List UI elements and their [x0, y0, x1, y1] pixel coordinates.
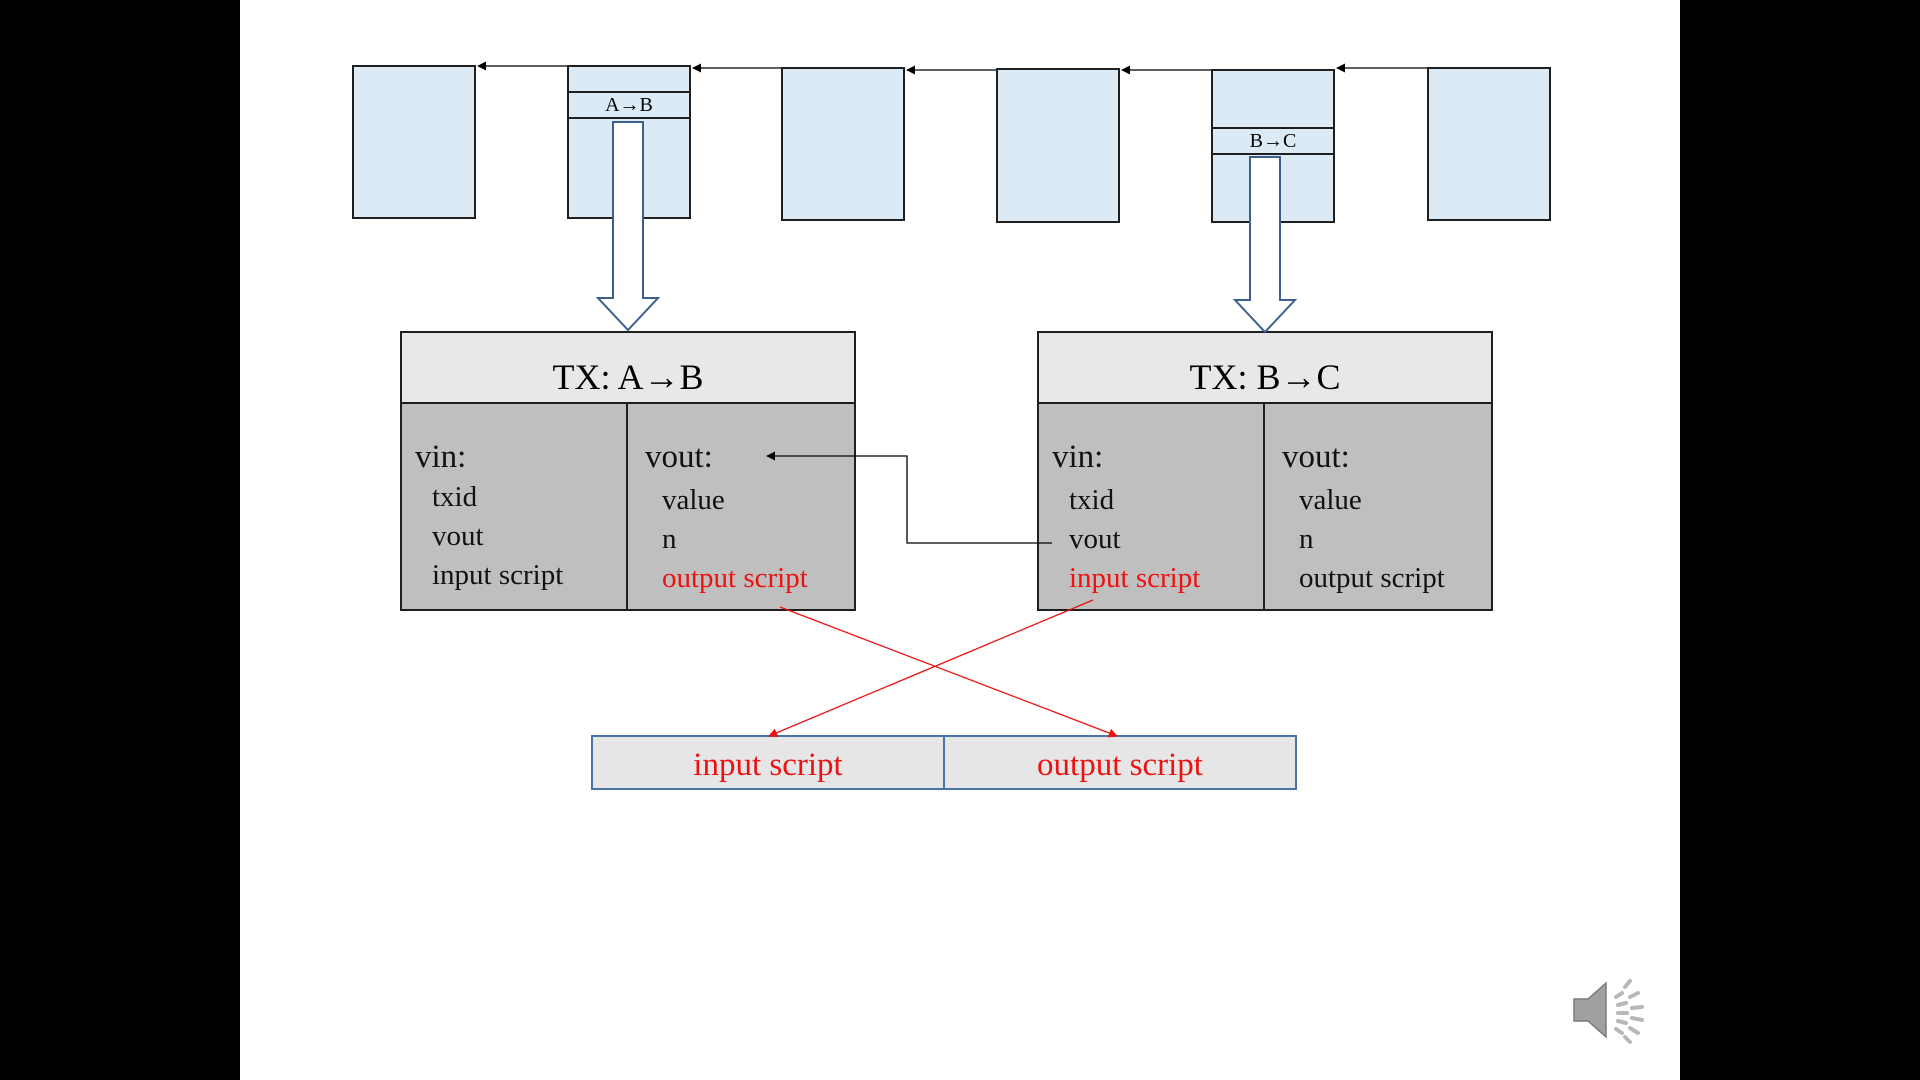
block-6 [1427, 67, 1551, 221]
vin-input-script: input script [1069, 562, 1201, 594]
combined-input-script: input script [693, 747, 843, 783]
vout-value: value [662, 484, 725, 516]
speaker-icon[interactable] [1570, 975, 1650, 1045]
vin-input-script: input script [432, 559, 564, 591]
vout-n: n [1299, 523, 1314, 555]
block-4 [996, 68, 1120, 223]
input-script-to-combined [768, 599, 1094, 738]
tx-b-to-c: TX: B→C vin: txid vout input script vout… [1037, 331, 1493, 611]
expand-arrow-b-to-c [1232, 156, 1298, 334]
vout-n: n [662, 523, 677, 555]
tx-a-to-b-vout: vout: value n output script [628, 404, 854, 609]
tx-b-to-c-title: TX: B→C [1039, 333, 1491, 404]
connector-overlay [477, 61, 1427, 738]
combined-output-script: output script [943, 737, 1295, 788]
tx-a-to-b-vin: vin: txid vout input script [402, 404, 628, 609]
tx-b-to-c-vin: vin: txid vout input script [1039, 404, 1265, 609]
vout-value: value [1299, 484, 1362, 516]
vout-output-script: output script [662, 562, 808, 594]
tx-b-to-c-vout: vout: value n output script [1265, 404, 1491, 609]
vout-output-script: output script [1299, 562, 1445, 594]
vout-header: vout: [645, 439, 713, 475]
block-3 [781, 67, 905, 221]
chain-links [477, 61, 1427, 75]
vin-header: vin: [1052, 439, 1104, 475]
tx-a-to-b-title: TX: A→B [402, 333, 854, 404]
output-script-to-combined [779, 606, 1118, 738]
block-5-tx-label: B→C [1213, 127, 1333, 155]
vin-header: vin: [415, 439, 467, 475]
vin-vout: vout [432, 520, 484, 552]
tx-a-to-b: TX: A→B vin: txid vout input script vout… [400, 331, 856, 611]
expand-arrow-a-to-b [595, 121, 661, 332]
vin-txid: txid [1069, 484, 1115, 516]
combined-script-box: input script output script [591, 735, 1297, 790]
slide: A→B B→C TX: A→B vin: txid vout input scr… [240, 0, 1680, 1080]
vout-reference-arrow [766, 451, 1052, 544]
block-2-tx-label: A→B [569, 91, 689, 119]
vin-vout: vout [1069, 523, 1121, 555]
vin-txid: txid [432, 481, 478, 513]
block-1 [352, 65, 476, 219]
vout-header: vout: [1282, 439, 1350, 475]
